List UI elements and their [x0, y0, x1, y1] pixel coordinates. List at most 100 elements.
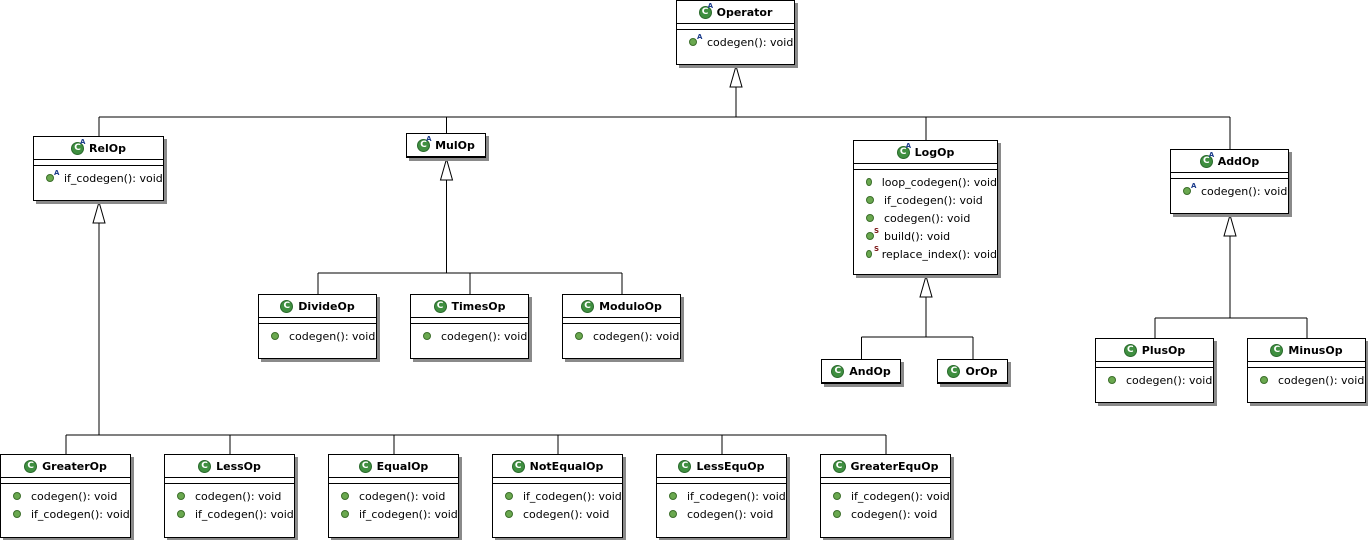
method-signature: loop_codegen(): void	[881, 175, 997, 189]
method-row[interactable]: codegen(): void	[1248, 371, 1365, 389]
public-method-icon: S	[866, 245, 879, 258]
abstract-marker: A	[1208, 150, 1215, 159]
class-icon: C	[832, 459, 846, 473]
public-method-icon	[177, 510, 185, 518]
public-method-icon	[833, 492, 841, 500]
generalization-arrowhead	[439, 157, 454, 181]
public-method-icon	[575, 332, 583, 340]
class-name: OrOp	[965, 364, 998, 378]
public-method-icon	[669, 492, 677, 500]
method-row[interactable]: if_codegen(): void	[657, 487, 786, 505]
method-signature: codegen(): void	[1278, 373, 1365, 387]
abstract-marker: A	[905, 141, 912, 150]
attributes-compartment	[493, 478, 622, 484]
method-row[interactable]: if_codegen(): void	[165, 505, 294, 523]
attributes-compartment	[411, 318, 528, 324]
method-row[interactable]: codegen(): void	[411, 327, 528, 345]
operations-compartment: loop_codegen(): void if_codegen(): void co…	[854, 170, 997, 266]
method-row[interactable]: if_codegen(): void	[854, 191, 997, 209]
method-signature: codegen(): void	[884, 211, 971, 225]
method-row[interactable]: if_codegen(): void	[1, 505, 130, 523]
attributes-compartment	[34, 160, 163, 166]
class-header: C DivideOp	[259, 295, 376, 318]
public-method-icon: A	[1183, 182, 1196, 195]
method-row[interactable]: codegen(): void	[821, 505, 950, 523]
public-method-icon: A	[46, 169, 59, 182]
class-name: DivideOp	[298, 299, 355, 313]
method-signature: if_codegen(): void	[359, 507, 458, 521]
method-signature: codegen(): void	[195, 489, 282, 503]
class-name: RelOp	[89, 141, 126, 155]
class-name: NotEqualOp	[529, 459, 604, 473]
method-row[interactable]: codegen(): void	[329, 487, 458, 505]
method-signature: if_codegen(): void	[64, 171, 163, 185]
class-icon: C	[358, 459, 372, 473]
method-row[interactable]: codegen(): void	[563, 327, 680, 345]
public-method-icon	[341, 510, 349, 518]
attributes-compartment	[1248, 362, 1365, 368]
public-method-icon	[13, 492, 21, 500]
class-icon: C	[280, 299, 294, 313]
attributes-compartment	[563, 318, 680, 324]
method-row[interactable]: if_codegen(): void	[329, 505, 458, 523]
method-signature: if_codegen(): void	[851, 489, 950, 503]
class-name: AddOp	[1217, 154, 1260, 168]
class-box-equalop[interactable]: C EqualOp codegen(): void if_codegen(): voi…	[328, 454, 459, 538]
abstract-marker: A	[80, 137, 86, 146]
method-row[interactable]: codegen(): void	[259, 327, 376, 345]
method-row[interactable]: codegen(): void	[657, 505, 786, 523]
method-row[interactable]: codegen(): void	[1, 487, 130, 505]
public-method-icon	[177, 492, 185, 500]
attributes-compartment	[657, 478, 786, 484]
class-name: EqualOp	[376, 459, 429, 473]
method-row[interactable]: loop_codegen(): void	[854, 173, 997, 191]
static-marker: S	[874, 227, 880, 235]
method-row[interactable]: if_codegen(): void	[821, 487, 950, 505]
public-method-icon: A	[689, 33, 702, 46]
method-row[interactable]: codegen(): void	[493, 505, 622, 523]
method-row[interactable]: codegen(): void	[854, 209, 997, 227]
method-signature: codegen(): void	[707, 35, 794, 49]
method-row[interactable]: codegen(): void	[1096, 371, 1213, 389]
class-box-divideop[interactable]: C DivideOp codegen(): void	[258, 294, 377, 359]
operations-compartment: codegen(): void	[563, 324, 680, 348]
method-signature: if_codegen(): void	[31, 507, 130, 521]
class-icon: C	[831, 364, 845, 378]
method-row[interactable]: if_codegen(): void	[493, 487, 622, 505]
class-icon: C	[1270, 343, 1284, 357]
method-row[interactable]: codegen(): void	[165, 487, 294, 505]
operations-compartment: if_codegen(): void codegen(): void	[821, 484, 950, 526]
